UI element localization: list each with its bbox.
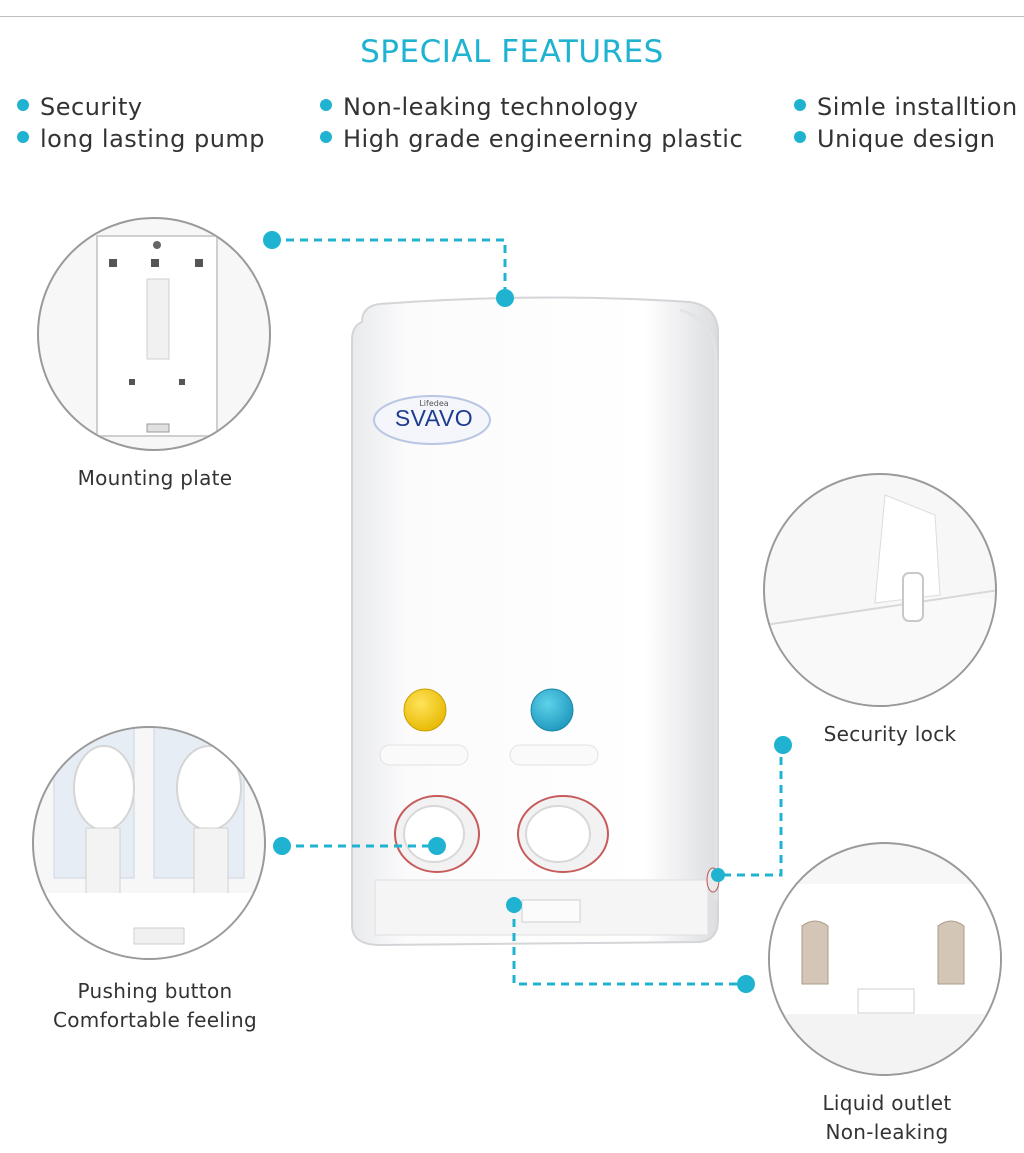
dispenser-body — [351, 296, 719, 947]
feature-item: Security — [17, 93, 143, 121]
pushing-button-circle — [32, 726, 266, 960]
liquid-outlet-caption: Liquid outlet Non-leaking — [822, 1091, 952, 1144]
brand-name: SVAVO — [394, 405, 474, 431]
mounting-plate-caption: Mounting plate — [77, 466, 233, 490]
liquid-outlet-connector — [512, 905, 746, 986]
pushing-button-caption: Pushing button Comfortable feeling — [52, 979, 258, 1032]
bullet-dot — [320, 99, 332, 111]
outlet-tab — [521, 899, 581, 923]
top-divider — [0, 16, 1024, 17]
bullet-dot — [794, 99, 806, 111]
feature-item: Simle installtion — [794, 93, 1018, 121]
mounting-plate-connector — [272, 238, 507, 298]
blue-indicator — [530, 688, 574, 732]
connector-dot — [774, 736, 792, 754]
yellow-indicator — [403, 688, 447, 732]
security-lock-caption: Security lock — [823, 722, 957, 746]
connector-dot — [496, 289, 514, 307]
bullet-dot — [17, 131, 29, 143]
connector-dot — [428, 837, 446, 855]
security-lock-connector — [718, 743, 783, 877]
brand-logo — [373, 395, 491, 445]
bullet-dot — [320, 131, 332, 143]
connector-dot — [737, 975, 755, 993]
feature-item: Non-leaking technology — [320, 93, 639, 121]
connector-dot — [263, 231, 281, 249]
page-title: SPECIAL FEATURES — [360, 34, 664, 70]
security-lock-circle — [763, 473, 997, 707]
feature-item: Unique design — [794, 125, 995, 153]
connector-dot — [506, 897, 522, 913]
feature-item: long lasting pump — [17, 125, 265, 153]
connector-dot — [273, 837, 291, 855]
brand-small-text: Lifedea — [419, 399, 449, 408]
bullet-dot — [17, 99, 29, 111]
liquid-outlet-circle — [768, 842, 1002, 1076]
feature-item: High grade engineerning plastic — [320, 125, 743, 153]
mounting-plate-circle — [37, 217, 271, 451]
connector-dot — [711, 868, 725, 882]
bullet-dot — [794, 131, 806, 143]
